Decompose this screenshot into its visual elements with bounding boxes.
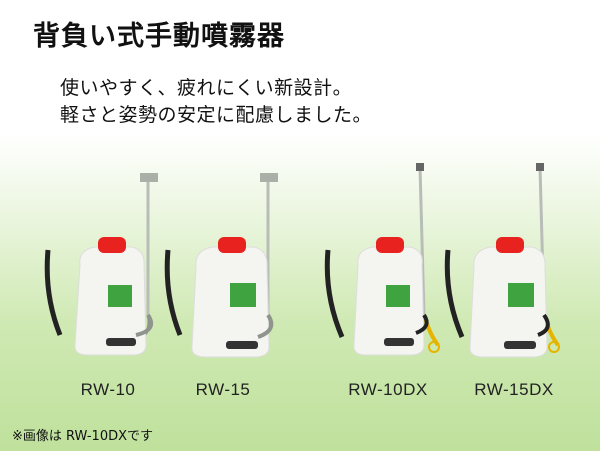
footnote: ※画像は RW-10DXです: [12, 429, 154, 444]
model-label-rw-10: RW-10: [80, 380, 136, 399]
model-label-rw-10dx: RW-10DX: [348, 380, 428, 399]
subtitle-line-1: 使いやすく、疲れにくい新設計。: [60, 77, 353, 99]
sprayer-image: [444, 163, 560, 358]
page-title: 背負い式手動噴霧器: [33, 21, 285, 52]
sprayer-image: [44, 173, 158, 356]
product-rw-15dx: [440, 155, 570, 365]
product-rw-15: [160, 155, 290, 365]
model-label-rw-15: RW-15: [195, 380, 251, 399]
sprayer-image: [164, 173, 278, 358]
model-label-rw-15dx: RW-15DX: [474, 380, 554, 399]
subtitle-line-2: 軽さと姿勢の安定に配慮しました。: [60, 104, 373, 126]
sprayer-image: [324, 163, 440, 356]
product-rw-10: [40, 155, 170, 365]
product-rw-10dx: [320, 155, 450, 365]
